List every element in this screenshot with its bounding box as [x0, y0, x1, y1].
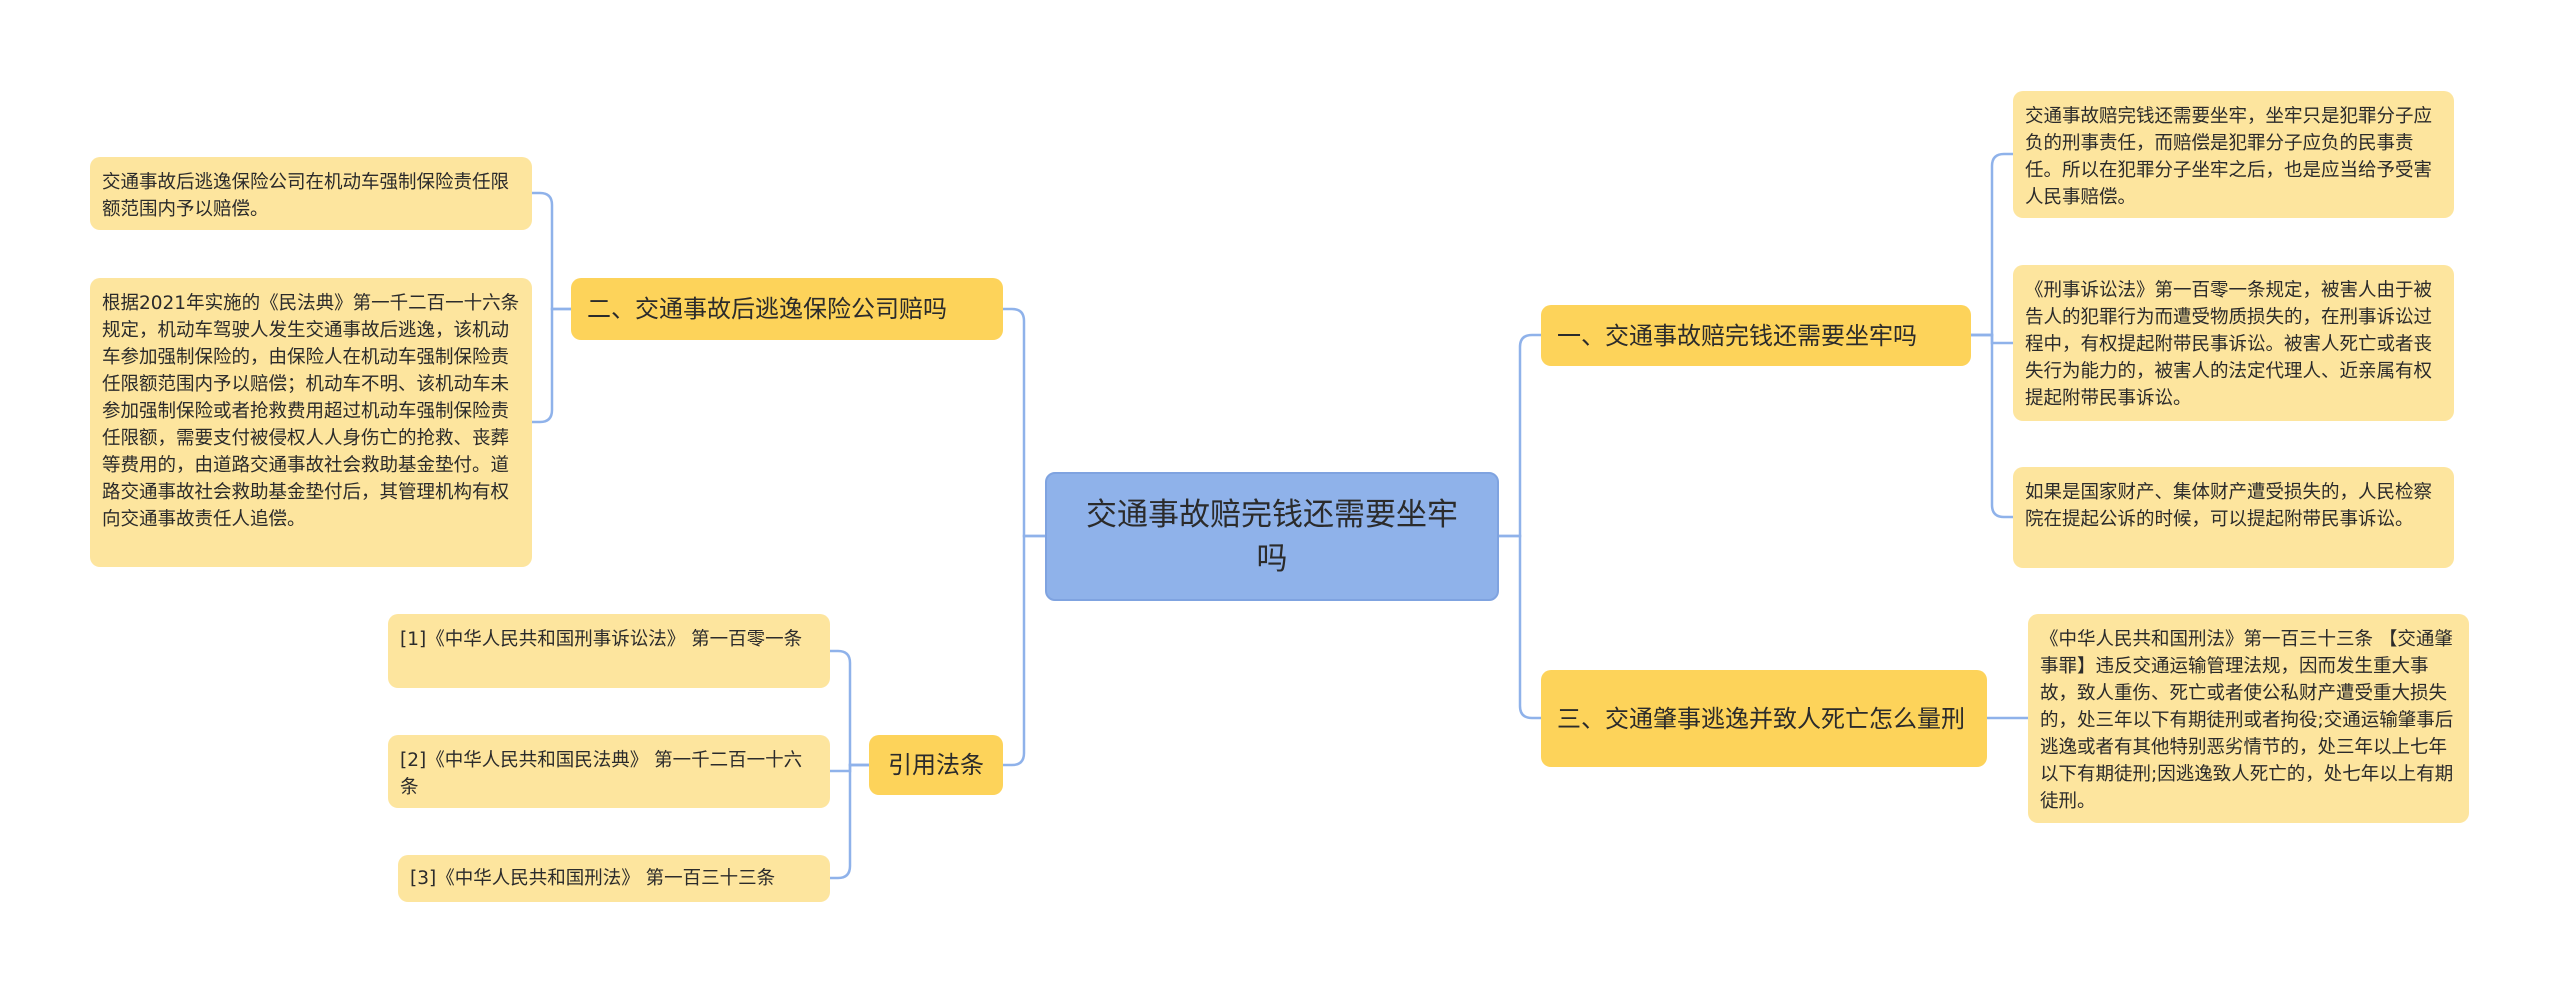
link-branch2-leaf1: [532, 191, 571, 311]
branch-hit-and-run-sentencing[interactable]: 三、交通肇事逃逸并致人死亡怎么量刑: [1541, 670, 1987, 767]
leaf-node[interactable]: 交通事故赔完钱还需要坐牢，坐牢只是犯罪分子应负的刑事责任，而赔偿是犯罪分子应负的…: [2013, 91, 2454, 218]
link-branch1-leaf1: [1971, 152, 2013, 337]
branch-insurance-after-escape[interactable]: 二、交通事故后逃逸保险公司赔吗: [571, 278, 1003, 340]
link-refs-ref3: [830, 763, 869, 880]
leaf-node[interactable]: 根据2021年实施的《民法典》第一千二百一十六条规定，机动车驾驶人发生交通事故后…: [90, 278, 532, 567]
root-topic-label: 交通事故赔完钱还需要坐牢吗: [1086, 496, 1458, 577]
branch-cited-laws[interactable]: 引用法条: [869, 735, 1003, 795]
link-refs-ref1: [830, 649, 869, 767]
branch-label: 引用法条: [888, 751, 984, 779]
leaf-node[interactable]: 交通事故后逃逸保险公司在机动车强制保险责任限额范围内予以赔偿。: [90, 157, 532, 230]
branch-label: 三、交通肇事逃逸并致人死亡怎么量刑: [1557, 704, 1965, 733]
branch-label: 一、交通事故赔完钱还需要坐牢吗: [1557, 321, 1917, 350]
leaf-node[interactable]: 《刑事诉讼法》第一百零一条规定，被害人由于被告人的犯罪行为而遭受物质损失的，在刑…: [2013, 265, 2454, 421]
branch-label: 二、交通事故后逃逸保险公司赔吗: [587, 295, 947, 323]
link-root-branch3: [1499, 534, 1541, 720]
reference-item[interactable]: [1]《中华人民共和国刑事诉讼法》 第一百零一条: [388, 614, 830, 688]
leaf-node[interactable]: 《中华人民共和国刑法》第一百三十三条 【交通肇事罪】违反交通运输管理法规，因而发…: [2028, 614, 2469, 823]
link-branch1-leaf3: [1971, 333, 2013, 519]
link-branch2-leaf2: [532, 307, 571, 424]
link-root-branch1: [1499, 333, 1541, 538]
link-root-refs: [1003, 534, 1045, 767]
reference-item[interactable]: [3]《中华人民共和国刑法》 第一百三十三条: [398, 855, 830, 902]
root-topic[interactable]: 交通事故赔完钱还需要坐牢吗: [1045, 472, 1499, 601]
link-root-branch2: [1003, 307, 1045, 538]
leaf-node[interactable]: 如果是国家财产、集体财产遭受损失的，人民检察院在提起公诉的时候，可以提起附带民事…: [2013, 467, 2454, 568]
branch-compensation-jail[interactable]: 一、交通事故赔完钱还需要坐牢吗: [1541, 305, 1971, 366]
reference-item[interactable]: [2]《中华人民共和国民法典》 第一千二百一十六条: [388, 735, 830, 808]
